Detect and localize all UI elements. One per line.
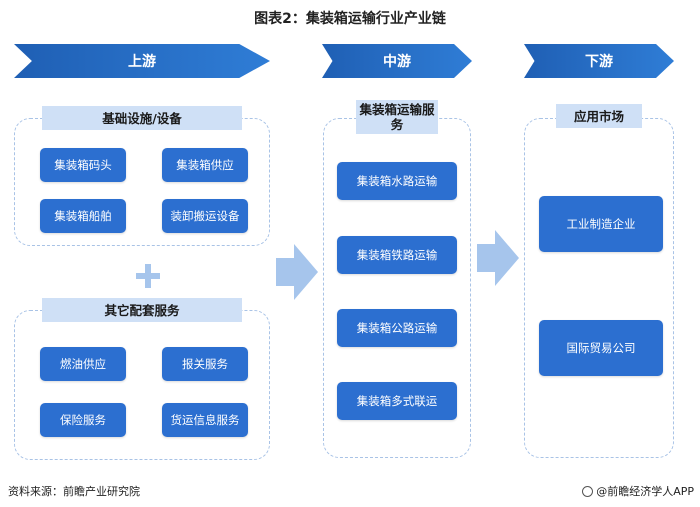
stage-upstream: 上游 bbox=[14, 44, 270, 78]
downstream-item-international-trade: 国际贸易公司 bbox=[539, 320, 663, 376]
downstream-section bbox=[524, 118, 674, 458]
stage-downstream: 下游 bbox=[524, 44, 674, 78]
stage-upstream-label: 上游 bbox=[128, 54, 156, 70]
upstream-infrastructure-header: 基础设施/设备 bbox=[42, 106, 242, 130]
plus-icon bbox=[136, 264, 160, 288]
upstream-item-insurance-service: 保险服务 bbox=[40, 403, 126, 437]
upstream-item-freight-info-service: 货运信息服务 bbox=[162, 403, 248, 437]
stage-midstream-label: 中游 bbox=[383, 54, 411, 70]
stage-midstream: 中游 bbox=[322, 44, 472, 78]
midstream-item-rail-transport: 集装箱铁路运输 bbox=[337, 236, 457, 274]
downstream-item-industrial-manufacturing: 工业制造企业 bbox=[539, 196, 663, 252]
midstream-header: 集装箱运输服务 bbox=[356, 100, 438, 134]
upstream-services-section bbox=[14, 310, 270, 460]
upstream-item-container-ships: 集装箱船舶 bbox=[40, 199, 126, 233]
upstream-services-header: 其它配套服务 bbox=[42, 298, 242, 322]
brand-credit: @前瞻经济学人APP bbox=[582, 483, 694, 499]
brand-logo-icon bbox=[582, 485, 594, 497]
midstream-item-water-transport: 集装箱水路运输 bbox=[337, 162, 457, 200]
flow-arrow-upstream-to-midstream bbox=[276, 244, 318, 300]
upstream-item-handling-equipment: 装卸搬运设备 bbox=[162, 199, 248, 233]
upstream-item-container-supply: 集装箱供应 bbox=[162, 148, 248, 182]
downstream-header: 应用市场 bbox=[556, 104, 642, 128]
source-note: 资料来源：前瞻产业研究院 bbox=[8, 485, 140, 498]
upstream-item-customs-service: 报关服务 bbox=[162, 347, 248, 381]
midstream-item-road-transport: 集装箱公路运输 bbox=[337, 309, 457, 347]
upstream-item-fuel-supply: 燃油供应 bbox=[40, 347, 126, 381]
midstream-item-multimodal-transport: 集装箱多式联运 bbox=[337, 382, 457, 420]
brand-credit-text: @前瞻经济学人APP bbox=[596, 485, 694, 498]
diagram-title: 图表2：集装箱运输行业产业链 bbox=[254, 11, 446, 27]
flow-arrow-midstream-to-downstream bbox=[477, 230, 519, 286]
stage-downstream-label: 下游 bbox=[585, 54, 613, 70]
upstream-item-container-terminal: 集装箱码头 bbox=[40, 148, 126, 182]
